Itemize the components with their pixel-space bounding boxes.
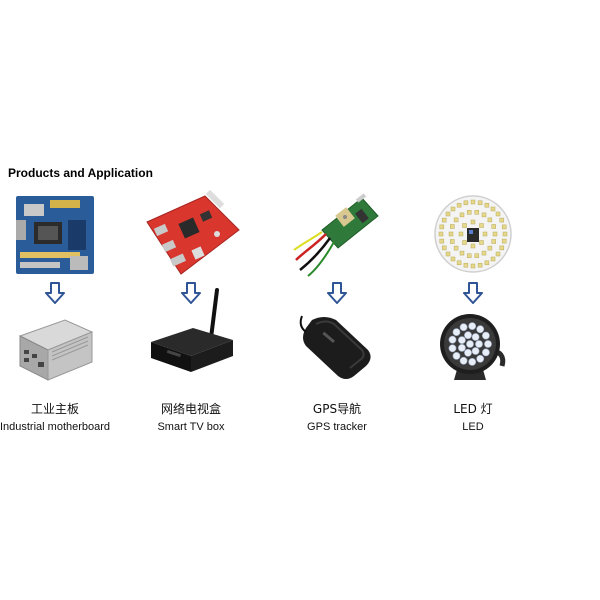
led-round-board-icon xyxy=(434,195,512,273)
product-name-en: GPS tracker xyxy=(307,421,367,433)
industrial-pc-box-icon xyxy=(18,319,94,381)
product-name-cn: GPS导航 xyxy=(312,402,362,416)
product-card-led: LED 灯 LED xyxy=(408,190,538,433)
product-name-cn: 工业主板 xyxy=(30,402,79,416)
down-arrow-icon xyxy=(181,282,201,304)
product-name-cn: LED 灯 xyxy=(453,402,493,416)
tv-box-icon xyxy=(151,288,233,372)
mini-itx-board-icon xyxy=(16,196,94,274)
down-arrow-icon xyxy=(463,282,483,304)
down-arrow-icon xyxy=(327,282,347,304)
product-name-en: Smart TV box xyxy=(157,421,225,433)
red-pcb-board-icon xyxy=(146,190,240,275)
product-name-cn: 网络电视盒 xyxy=(160,402,221,416)
section-title: Products and Application xyxy=(8,166,153,180)
led-floodlight-icon xyxy=(440,314,506,380)
product-card-smart-tv-box: 网络电视盒 Smart TV box xyxy=(126,190,256,433)
product-name-en: LED xyxy=(462,421,484,433)
gps-tracker-device-icon xyxy=(299,315,371,379)
gps-module-icon xyxy=(293,193,379,277)
product-card-industrial-motherboard: 工业主板 Industrial motherboard xyxy=(0,190,120,433)
down-arrow-icon xyxy=(45,282,65,304)
product-card-gps-tracker: GPS导航 GPS tracker xyxy=(272,190,402,433)
product-name-en: Industrial motherboard xyxy=(0,421,111,433)
